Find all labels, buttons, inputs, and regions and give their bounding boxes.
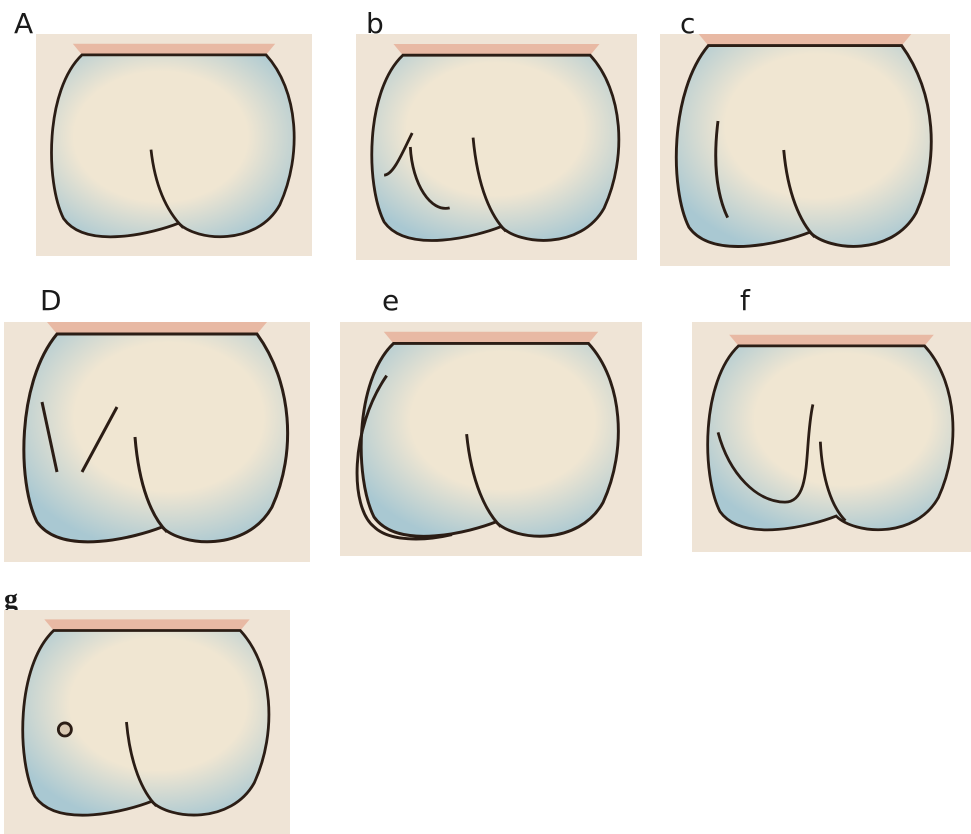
panel-a <box>36 34 312 256</box>
panel-e <box>340 322 642 556</box>
panel-f <box>692 322 971 552</box>
cup-diagram-b <box>356 34 637 260</box>
label-f: f <box>740 287 750 315</box>
panel-c <box>660 34 950 266</box>
cup-diagram-e <box>340 322 642 556</box>
panel-g <box>4 610 290 834</box>
panel-b <box>356 34 637 260</box>
label-e: e <box>382 287 399 315</box>
cup-diagram-a <box>36 34 312 256</box>
cup-diagram-d <box>4 322 310 562</box>
cup-diagram-c <box>660 34 950 266</box>
cup-diagram-g <box>4 610 290 834</box>
small-circle-icon <box>58 723 71 736</box>
cup-diagram-f <box>692 322 971 552</box>
label-d: D <box>40 287 62 315</box>
panel-d <box>4 322 310 562</box>
label-a: A <box>14 10 33 38</box>
